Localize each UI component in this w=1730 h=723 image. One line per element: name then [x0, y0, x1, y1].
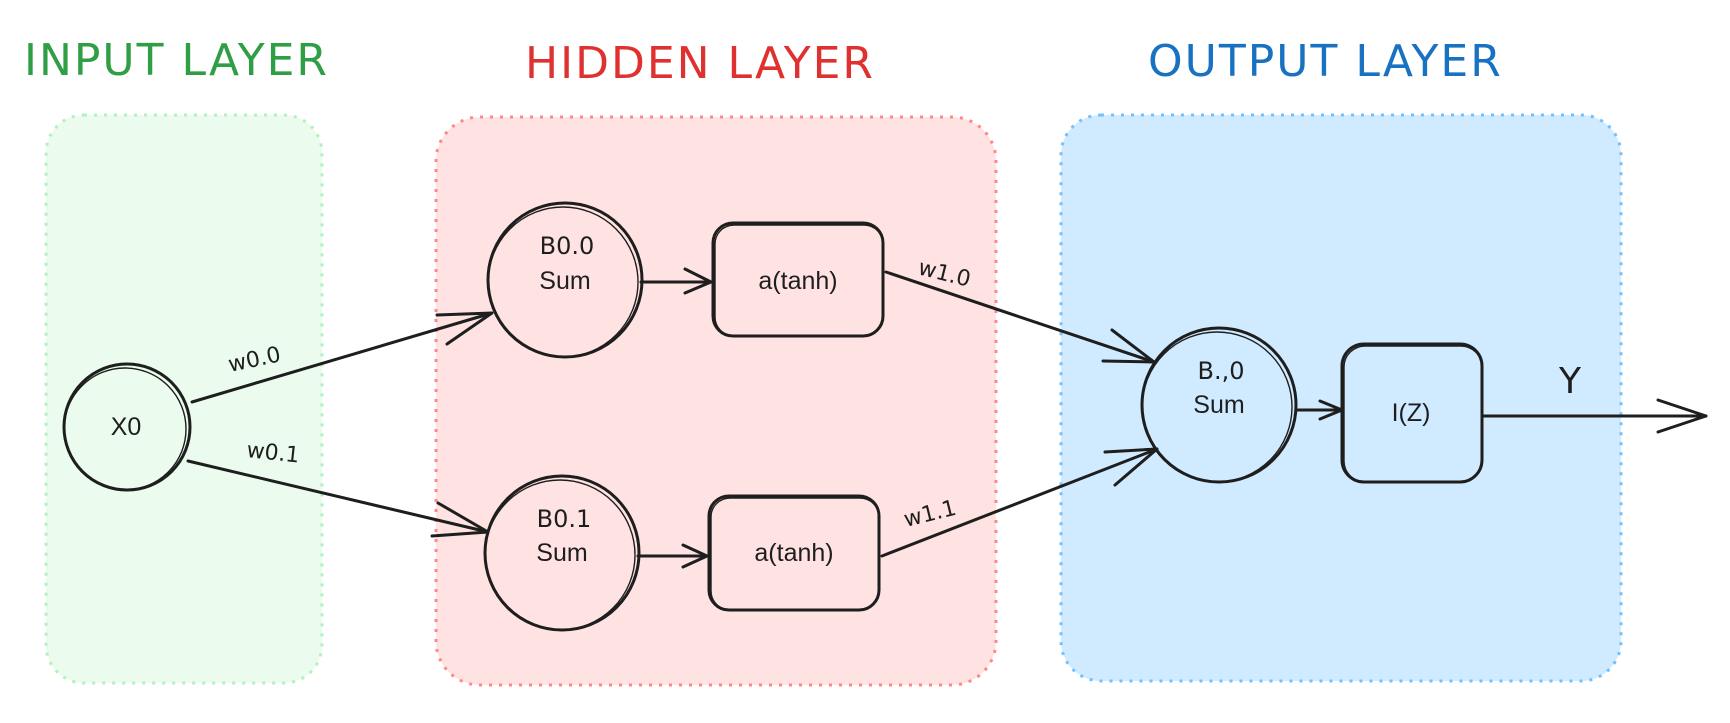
activation-box-bottom: a(tanh)	[707, 494, 881, 612]
output-y-label: Y	[1558, 361, 1582, 402]
edge-x0-b00	[190, 311, 494, 404]
output-function-box: I(Z)	[1340, 342, 1484, 484]
output-layer-title: OUTPUT LAYER	[1148, 36, 1503, 87]
weight-label-w01: w0.1	[245, 438, 300, 468]
hidden-layer-panel	[434, 115, 998, 687]
bias-label-b00: B0.0	[540, 232, 595, 260]
output-node-b10: B.,0 Sum	[1140, 326, 1298, 484]
input-node-label: X0	[111, 413, 142, 441]
activation-box-top: a(tanh)	[711, 221, 885, 338]
input-layer-title: INPUT LAYER	[24, 35, 329, 86]
edge-b00-act0	[639, 267, 713, 295]
bias-label-b10: B.,0	[1198, 357, 1245, 385]
activation-label-bottom: a(tanh)	[754, 539, 833, 567]
sum-label-b00: Sum	[539, 267, 590, 295]
edge-b01-act1	[636, 543, 709, 569]
sum-label-b01: Sum	[536, 539, 587, 567]
bias-label-b01: B0.1	[537, 505, 592, 533]
output-function-label: I(Z)	[1392, 399, 1431, 427]
hidden-node-b00: B0.0 Sum	[486, 201, 644, 359]
edge-output-y	[1481, 398, 1708, 434]
hidden-layer-title: HIDDEN LAYER	[525, 38, 875, 89]
input-node-x0: X0	[62, 362, 192, 492]
sum-label-b10: Sum	[1193, 391, 1244, 419]
activation-label-top: a(tanh)	[758, 267, 837, 295]
hidden-node-b01: B0.1 Sum	[483, 474, 641, 632]
